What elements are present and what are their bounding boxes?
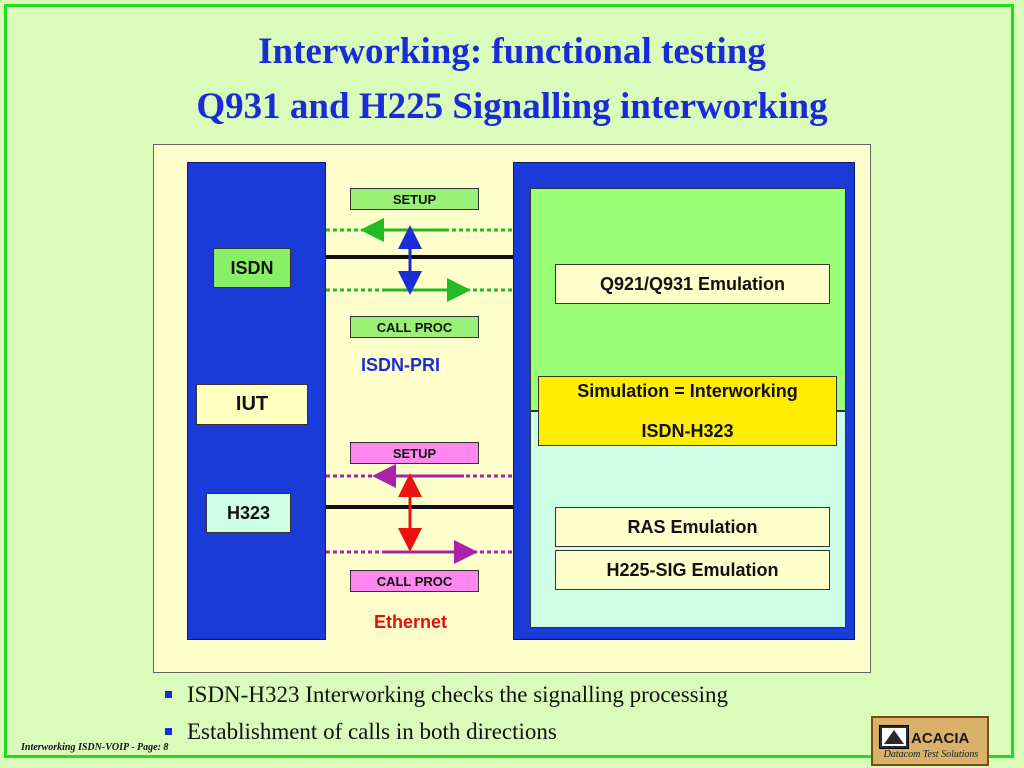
slide-title-line1: Interworking: functional testing <box>258 31 766 72</box>
ethernet-label: Ethernet <box>374 612 448 632</box>
h225-sig-emulation-box: H225-SIG Emulation <box>555 550 830 590</box>
simulation-line1: Simulation = Interworking <box>577 381 798 401</box>
bullet-list: ISDN-H323 Interworking checks the signal… <box>165 676 728 750</box>
logo-tagline: Datacom Test Solutions <box>883 749 979 760</box>
isdn-pri-label: ISDN-PRI <box>361 355 441 375</box>
logo-name: ACACIA <box>911 730 970 747</box>
isdn-setup-label: SETUP <box>350 188 479 210</box>
signal-lines <box>326 218 513 564</box>
ethernet-setup-label: SETUP <box>350 442 479 464</box>
bullet-square-icon <box>165 728 172 735</box>
diagram-panel: ISDN IUT H323 SETUP CALL PROC ISDN-PRI S… <box>153 144 871 673</box>
bullet-item: Establishment of calls in both direction… <box>165 713 728 750</box>
slide-border <box>4 4 1014 758</box>
ethernet-callproc-label: CALL PROC <box>350 570 479 592</box>
simulation-line2: ISDN-H323 <box>641 421 734 441</box>
bullet-square-icon <box>165 691 172 698</box>
bullet-item: ISDN-H323 Interworking checks the signal… <box>165 676 728 713</box>
q921-q931-emulation-box: Q921/Q931 Emulation <box>555 264 830 304</box>
ras-emulation-box: RAS Emulation <box>555 507 830 547</box>
page-footer: Interworking ISDN-VOIP - Page: 8 <box>21 742 169 753</box>
isdn-box: ISDN <box>213 248 291 288</box>
iut-box: IUT <box>196 384 308 425</box>
logo-mark-icon <box>879 725 909 749</box>
simulation-box: Simulation = Interworking ISDN-H323 <box>538 376 837 446</box>
acacia-logo: ACACIA Datacom Test Solutions <box>871 716 989 766</box>
h323-box: H323 <box>206 493 291 533</box>
slide-title-line2: Q931 and H225 Signalling interworking <box>196 86 828 127</box>
isdn-callproc-label: CALL PROC <box>350 316 479 338</box>
